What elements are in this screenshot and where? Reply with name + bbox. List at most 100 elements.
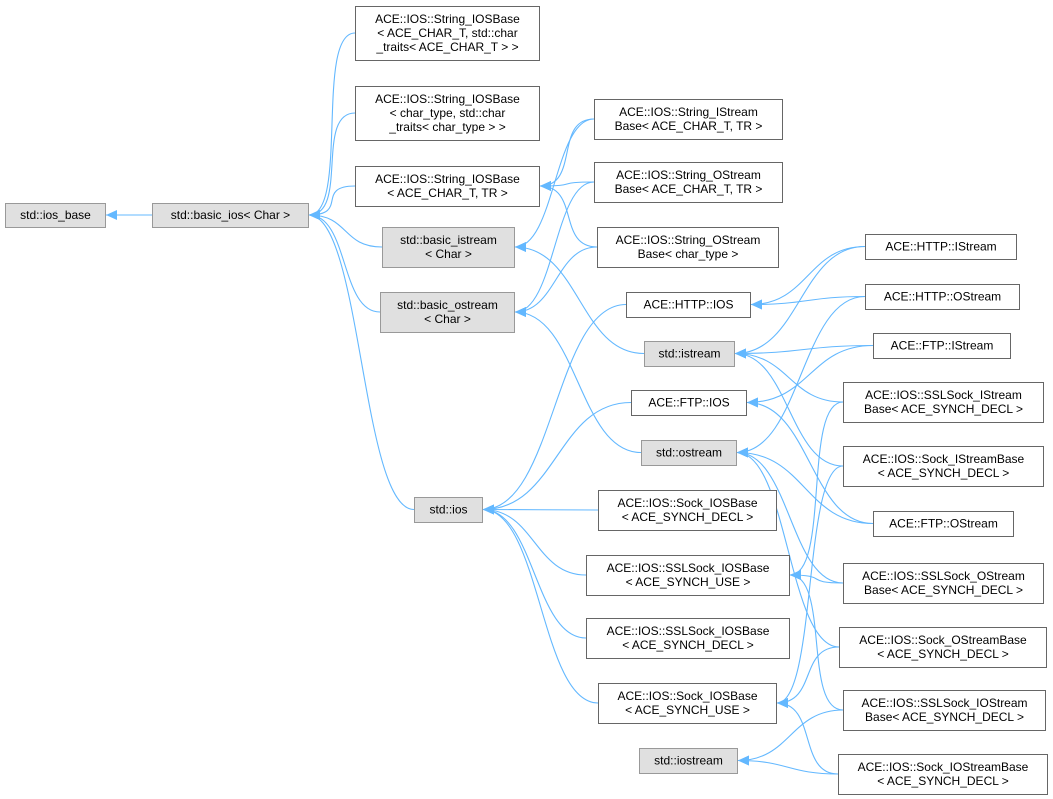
class-label-line: < ACE_SYNCH_USE > [625, 703, 750, 717]
class-box [641, 440, 737, 466]
class-node-sock-iosbase-decl[interactable]: ACE::IOS::Sock_IOSBase< ACE_SYNCH_DECL > [598, 490, 777, 531]
class-label-line: ACE::IOS::Sock_IOSBase [617, 496, 757, 510]
class-label-line: _traits< ACE_CHAR_T > > [375, 40, 518, 54]
class-box [839, 627, 1047, 668]
class-label-line: std::iostream [654, 754, 723, 768]
inheritance-edge-ssl_iostreambase-to-ssl_iosbase_use [789, 570, 844, 711]
class-box [355, 86, 540, 141]
class-node-std-ios: std::ios [414, 497, 483, 523]
class-node-http-ostream[interactable]: ACE::HTTP::OStream [865, 284, 1020, 310]
inheritance-edge-str_iosbase_ace-to-basic_ios [308, 32, 356, 220]
class-label-line: ACE::IOS::String_OStream [616, 168, 761, 182]
inheritance-edge-ostream-to-basic_ostream [514, 307, 642, 454]
inheritance-edge-ftp_ostream-to-ftp_ios [746, 397, 874, 525]
class-box [152, 203, 309, 228]
class-label-line: ACE::IOS::String_IOSBase [375, 172, 520, 186]
class-label-line: Base< ACE_CHAR_T, TR > [615, 182, 763, 196]
class-node-ssl-iostreambase[interactable]: ACE::IOS::SSLSock_IOStreamBase< ACE_SYNC… [843, 690, 1046, 731]
class-node-basic-ostream: std::basic_ostream< Char > [380, 292, 515, 333]
class-node-ftp-ostream[interactable]: ACE::FTP::OStream [873, 511, 1014, 537]
class-label-line: std::ostream [656, 446, 722, 460]
class-label-line: ACE::IOS::String_IOSBase [375, 12, 520, 26]
class-node-str-iosbase-char[interactable]: ACE::IOS::String_IOSBase< char_type, std… [355, 86, 540, 141]
class-box [380, 292, 515, 333]
class-label-line: std::ios [429, 503, 467, 517]
class-node-str-ostreambase-char[interactable]: ACE::IOS::String_OStreamBase< char_type … [597, 227, 779, 268]
inheritance-edge-http_istream-to-http_ios [750, 245, 866, 310]
inheritance-edge-sock_ostreambase-to-ostream [736, 447, 840, 648]
class-node-str-istreambase[interactable]: ACE::IOS::String_IStreamBase< ACE_CHAR_T… [594, 99, 783, 140]
edges-layer [106, 32, 874, 775]
class-label-line: ACE::IOS::Sock_IOStreamBase [858, 760, 1029, 774]
class-node-http-istream[interactable]: ACE::HTTP::IStream [865, 234, 1017, 260]
inheritance-edge-str_istreambase-to-str_iosbase_tr [539, 118, 595, 191]
class-box [843, 446, 1044, 487]
class-box [873, 333, 1011, 359]
class-node-basic-istream: std::basic_istream< Char > [382, 227, 515, 268]
inheritance-edge-sock_iosbase_decl-to-std_ios [482, 504, 599, 515]
class-node-sock-iosbase-use[interactable]: ACE::IOS::Sock_IOSBase< ACE_SYNCH_USE > [598, 683, 777, 724]
class-node-ssl-iosbase-decl[interactable]: ACE::IOS::SSLSock_IOSBase< ACE_SYNCH_DEC… [586, 618, 790, 659]
inheritance-edge-str_iosbase_char-to-basic_ios [308, 112, 356, 220]
inheritance-edge-str_istreambase-to-basic_istream [514, 118, 595, 252]
class-node-iostream: std::iostream [639, 748, 738, 774]
class-node-ostream: std::ostream [641, 440, 737, 466]
class-node-ssl-ostreambase[interactable]: ACE::IOS::SSLSock_OStreamBase< ACE_SYNCH… [843, 563, 1044, 604]
class-node-sock-istreambase[interactable]: ACE::IOS::Sock_IStreamBase< ACE_SYNCH_DE… [843, 446, 1044, 487]
inheritance-edge-istream-to-basic_istream [514, 242, 645, 355]
inheritance-edge-http_istream-to-istream [734, 245, 866, 359]
class-label-line: < ACE_SYNCH_DECL > [877, 647, 1009, 661]
inheritance-edge-http_ostream-to-http_ios [750, 295, 866, 310]
class-label-line: ACE::IOS::String_IOSBase [375, 92, 520, 106]
class-node-ftp-ios[interactable]: ACE::FTP::IOS [631, 390, 747, 416]
class-node-str-iosbase-tr[interactable]: ACE::IOS::String_IOSBase< ACE_CHAR_T, TR… [355, 166, 540, 207]
class-node-ssl-iosbase-use[interactable]: ACE::IOS::SSLSock_IOSBase< ACE_SYNCH_USE… [586, 555, 790, 596]
class-label-line: ACE::HTTP::IOS [643, 298, 733, 312]
class-label-line: ACE::HTTP::IStream [885, 240, 996, 254]
class-box [843, 382, 1044, 423]
inheritance-edge-ssl_iostreambase-to-iostream [737, 709, 844, 766]
class-label-line: ACE::FTP::IOS [648, 396, 729, 410]
inheritance-edge-ftp_istream-to-istream [734, 344, 874, 359]
class-label-line: std::basic_ios< Char > [171, 208, 290, 222]
class-label-line: ACE::FTP::IStream [891, 339, 994, 353]
class-box [639, 748, 738, 774]
class-label-line: Base< ACE_SYNCH_DECL > [864, 583, 1023, 597]
class-label-line: std::basic_istream [400, 233, 497, 247]
inheritance-edge-sock_istreambase-to-istream [734, 348, 844, 467]
class-label-line: < char_type, std::char [390, 106, 506, 120]
inheritance-edge-str_iosbase_tr-to-basic_ios [308, 185, 356, 220]
inheritance-edge-ssl_iosbase_use-to-std_ios [482, 504, 587, 576]
inheritance-edge-http_ios-to-std_ios [482, 303, 627, 515]
class-label-line: < ACE_CHAR_T, TR > [387, 186, 508, 200]
inheritance-edge-ftp_istream-to-ftp_ios [746, 344, 874, 408]
class-node-basic-ios: std::basic_ios< Char > [152, 203, 309, 228]
class-box [355, 6, 540, 61]
class-box [594, 162, 783, 203]
class-label-line: ACE::IOS::SSLSock_IStream [865, 388, 1022, 402]
class-node-sock-iostreambase[interactable]: ACE::IOS::Sock_IOStreamBase< ACE_SYNCH_D… [838, 754, 1048, 795]
class-node-ssl-istreambase[interactable]: ACE::IOS::SSLSock_IStreamBase< ACE_SYNCH… [843, 382, 1044, 423]
class-node-http-ios[interactable]: ACE::HTTP::IOS [626, 292, 751, 318]
class-label-line: ACE::IOS::String_IStream [619, 105, 758, 119]
inheritance-edge-str_ostreambase_char-to-basic_ostream [514, 246, 598, 317]
class-label-line: ACE::IOS::SSLSock_IOSBase [607, 561, 770, 575]
class-label-line: ACE::IOS::SSLSock_OStream [862, 569, 1025, 583]
class-node-str-iosbase-ace[interactable]: ACE::IOS::String_IOSBase< ACE_CHAR_T, st… [355, 6, 540, 61]
class-label-line: ACE::IOS::Sock_OStreamBase [859, 633, 1027, 647]
class-box [586, 618, 790, 659]
class-box [598, 683, 777, 724]
class-label-line: _traits< char_type > > [388, 120, 505, 134]
class-box [598, 490, 777, 531]
class-node-sock-ostreambase[interactable]: ACE::IOS::Sock_OStreamBase< ACE_SYNCH_DE… [839, 627, 1047, 668]
class-node-ios-base: std::ios_base [5, 203, 106, 228]
class-label-line: std::istream [658, 347, 720, 361]
class-node-str-ostreambase[interactable]: ACE::IOS::String_OStreamBase< ACE_CHAR_T… [594, 162, 783, 203]
class-label-line: Base< ACE_CHAR_T, TR > [615, 119, 763, 133]
class-box [355, 166, 540, 207]
class-box [631, 390, 747, 416]
class-node-ftp-istream[interactable]: ACE::FTP::IStream [873, 333, 1011, 359]
inheritance-edge-ssl_istreambase-to-istream [734, 348, 844, 403]
class-box [626, 292, 751, 318]
